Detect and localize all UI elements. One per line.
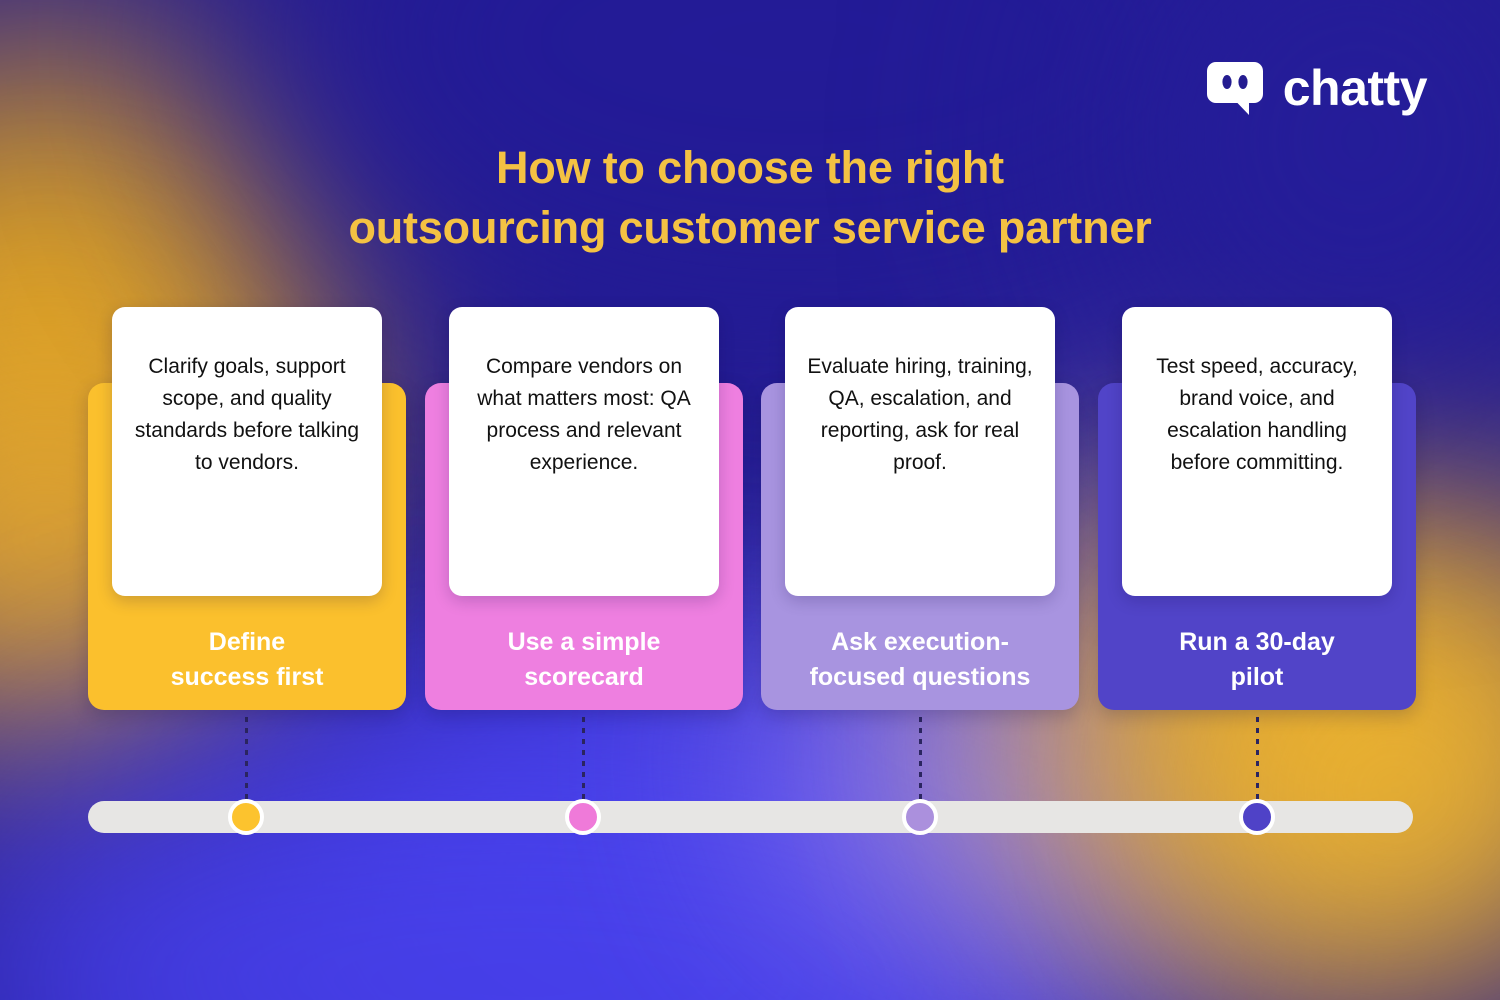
page-title: How to choose the right outsourcing cust… [0, 138, 1500, 258]
step-body-text-4: Test speed, accuracy, brand voice, and e… [1156, 355, 1358, 474]
timeline-bar [88, 801, 1413, 833]
step-label-2-line-2: scorecard [524, 662, 644, 691]
connector-line-4 [1256, 717, 1259, 805]
step-body-card-2: Compare vendors on what matters most: QA… [449, 307, 719, 596]
steps-container: Define success first Clarify goals, supp… [88, 307, 1418, 717]
step-body-card-4: Test speed, accuracy, brand voice, and e… [1122, 307, 1392, 596]
step-label-3-line-1: Ask execution- [831, 628, 1009, 656]
step-body-text-3: Evaluate hiring, training, QA, escalatio… [807, 355, 1033, 474]
step-label-1-line-2: success first [170, 662, 324, 691]
step-body-text-1: Clarify goals, support scope, and qualit… [134, 355, 360, 474]
step-label-2-line-1: Use a simple [507, 628, 661, 656]
connector-line-1 [245, 717, 248, 805]
connector-line-2 [582, 717, 585, 805]
step-card-2[interactable]: Use a simple scorecard Compare vendors o… [425, 307, 743, 710]
step-label-3-line-2: focused questions [809, 662, 1031, 691]
connector-line-3 [919, 717, 922, 805]
step-label-1: Define success first [88, 625, 406, 694]
step-label-3: Ask execution- focused questions [761, 625, 1079, 694]
step-body-text-2: Compare vendors on what matters most: QA… [477, 355, 691, 474]
step-card-4[interactable]: Run a 30-day pilot Test speed, accuracy,… [1098, 307, 1416, 710]
step-label-1-line-1: Define [208, 628, 286, 656]
step-label-4-line-1: Run a 30-day [1179, 628, 1335, 656]
step-label-4-line-2: pilot [1230, 662, 1284, 691]
step-card-3[interactable]: Ask execution- focused questions Evaluat… [761, 307, 1079, 710]
step-body-card-3: Evaluate hiring, training, QA, escalatio… [785, 307, 1055, 596]
page-title-line-2: outsourcing customer service partner [348, 201, 1152, 253]
page-title-line-1: How to choose the right [496, 142, 1004, 193]
step-label-4: Run a 30-day pilot [1098, 625, 1416, 694]
brand-wordmark: chatty [1282, 60, 1428, 116]
timeline-dot-1[interactable] [228, 799, 264, 835]
step-body-card-1: Clarify goals, support scope, and qualit… [112, 307, 382, 596]
timeline-dot-4[interactable] [1239, 799, 1275, 835]
timeline-dot-2[interactable] [565, 799, 601, 835]
step-label-2: Use a simple scorecard [425, 625, 743, 694]
timeline-dot-3[interactable] [902, 799, 938, 835]
brand-logo[interactable]: chatty [1205, 58, 1428, 118]
speech-bubble-icon [1206, 62, 1263, 115]
step-card-1[interactable]: Define success first Clarify goals, supp… [88, 307, 406, 710]
